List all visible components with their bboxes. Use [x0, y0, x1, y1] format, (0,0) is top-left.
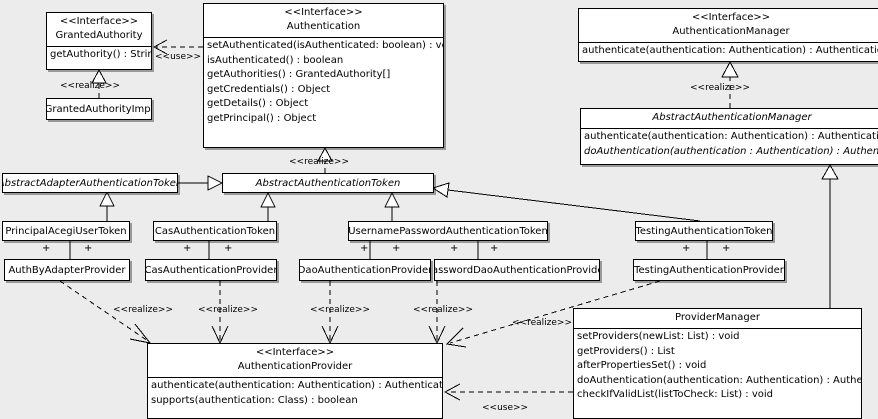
- class-abstract-authentication-manager[interactable]: AbstractAuthenticationManager authentica…: [580, 108, 878, 165]
- class-granted-authority-header: <<Interface>> GrantedAuthority: [47, 13, 151, 46]
- association-marker-plus: +: [450, 243, 459, 254]
- member-row: getAuthority() : String: [50, 49, 152, 60]
- edge-label-realize-granted-authority-impl: <<realize>>: [60, 81, 120, 91]
- class-granted-authority-impl[interactable]: GrantedAuthorityImpl: [46, 98, 152, 120]
- class-name-label: GrantedAuthorityImpl: [46, 103, 152, 115]
- class-abstract-authentication-token[interactable]: AbstractAuthenticationToken: [222, 173, 434, 193]
- class-name-label: TestingAuthenticationToken: [635, 225, 773, 237]
- class-authentication-header: <<Interface>> Authentication: [204, 4, 443, 37]
- edge-label-realize-dao-provider: <<realize>>: [310, 305, 370, 315]
- member-row: getAuthorities() : GrantedAuthority[]: [207, 69, 391, 80]
- class-dao-authentication-provider[interactable]: DaoAuthenticationProvider: [299, 259, 431, 281]
- class-name-label: AbstractAuthenticationManager: [652, 112, 812, 123]
- class-name-label: TestingAuthenticationProvider: [634, 264, 784, 276]
- member-row: getPrincipal() : Object: [207, 112, 317, 124]
- class-name-label: GrantedAuthority: [55, 30, 143, 41]
- class-authentication-provider-members: authenticate(authentication: Authenticat…: [148, 378, 442, 409]
- class-abstract-authentication-manager-members: authenticate(authentication: Authenticat…: [581, 129, 878, 160]
- class-name-label: PrincipalAcegiUserToken: [5, 225, 127, 237]
- class-granted-authority[interactable]: <<Interface>> GrantedAuthority getAuthor…: [46, 12, 152, 70]
- member-row: setAuthenticated(isAuthenticated: boolea…: [207, 40, 444, 51]
- association-marker-plus: +: [682, 243, 691, 254]
- class-abstract-authentication-manager-header: AbstractAuthenticationManager: [581, 109, 878, 128]
- association-marker-plus: +: [392, 243, 401, 254]
- class-authentication-manager[interactable]: <<Interface>> AuthenticationManager auth…: [578, 8, 878, 62]
- class-name-label: ProviderManager: [674, 312, 760, 323]
- class-testing-authentication-token[interactable]: TestingAuthenticationToken: [635, 221, 773, 241]
- member-row: authenticate(authentication: Authenticat…: [584, 131, 878, 142]
- member-row: isAuthenticated() : boolean: [207, 54, 344, 66]
- class-name-label: Authentication: [286, 21, 361, 32]
- class-name-label: CasAuthenticationToken: [154, 225, 276, 237]
- compartment-divider: [148, 377, 442, 378]
- member-row: setProviders(newList: List) : void: [577, 331, 740, 342]
- class-authentication-provider-header: <<Interface>> AuthenticationProvider: [148, 344, 442, 377]
- member-row: doAuthentication(authentication : Authen…: [584, 145, 878, 157]
- stereotype-label: <<Interface>>: [691, 12, 771, 23]
- stereotype-label: <<Interface>>: [284, 7, 363, 18]
- association-marker-plus: +: [722, 243, 731, 254]
- class-testing-authentication-provider[interactable]: TestingAuthenticationProvider: [633, 259, 785, 281]
- class-name-label: AuthenticationManager: [672, 26, 790, 37]
- class-authentication[interactable]: <<Interface>> Authentication setAuthenti…: [203, 3, 444, 148]
- compartment-divider: [579, 42, 878, 43]
- member-row: afterPropertiesSet() : void: [577, 360, 707, 371]
- edge-label-realize-password-dao-provider: <<realize>>: [413, 305, 473, 315]
- stereotype-label: <<Interface>>: [59, 16, 139, 27]
- edge-label-use-provider-manager: <<use>>: [482, 403, 529, 413]
- association-marker-plus: +: [490, 243, 499, 254]
- compartment-divider: [581, 128, 878, 129]
- class-name-label: AbstractAdapterAuthenticationToken: [2, 177, 178, 189]
- class-name-label: AbstractAuthenticationToken: [255, 177, 401, 189]
- edge-label-realize-cas-provider: <<realize>>: [198, 305, 258, 315]
- class-name-label: UsernamePasswordAuthenticationToken: [348, 225, 548, 237]
- compartment-divider: [204, 37, 443, 38]
- class-cas-authentication-provider[interactable]: CasAuthenticationProvider: [145, 259, 277, 281]
- class-abstract-adapter-authentication-token[interactable]: AbstractAdapterAuthenticationToken: [2, 173, 178, 193]
- class-principal-acegi-user-token[interactable]: PrincipalAcegiUserToken: [2, 221, 130, 241]
- class-name-label: CasAuthenticationProvider: [145, 264, 277, 276]
- class-authentication-manager-header: <<Interface>> AuthenticationManager: [579, 9, 878, 42]
- class-provider-manager[interactable]: ProviderManager setProviders(newList: Li…: [573, 308, 862, 419]
- member-row: checkIfValidList(listToCheck: List) : vo…: [577, 389, 774, 400]
- member-row: getProviders() : List: [577, 345, 675, 357]
- class-authentication-members: setAuthenticated(isAuthenticated: boolea…: [204, 38, 443, 127]
- class-provider-manager-header: ProviderManager: [574, 309, 861, 328]
- class-username-password-authentication-token[interactable]: UsernamePasswordAuthenticationToken: [348, 221, 548, 241]
- edge-label-realize-testing-provider: <<realize>>: [512, 318, 572, 328]
- class-auth-by-adapter-provider[interactable]: AuthByAdapterProvider: [4, 259, 130, 281]
- compartment-divider: [574, 328, 861, 329]
- class-name-label: DaoAuthenticationProvider: [299, 264, 431, 276]
- class-name-label: PasswordDaoAuthenticationProvider: [434, 264, 600, 276]
- edge-label-realize-auth-by-adapter: <<realize>>: [113, 305, 173, 315]
- compartment-divider: [47, 46, 151, 47]
- member-row: supports(authentication: Class) : boolea…: [151, 394, 358, 406]
- association-marker-plus: +: [183, 243, 192, 254]
- association-marker-plus: +: [84, 243, 93, 254]
- class-authentication-manager-members: authenticate(authentication: Authenticat…: [579, 43, 878, 60]
- class-granted-authority-members: getAuthority() : String: [47, 47, 151, 64]
- edge-label-realize-abstract-authentication-token: <<realize>>: [289, 157, 349, 167]
- association-marker-plus: +: [42, 243, 51, 254]
- association-marker-plus: +: [360, 243, 369, 254]
- member-row: authenticate(authentication: Authenticat…: [582, 45, 878, 56]
- member-row: getDetails() : Object: [207, 98, 309, 109]
- class-cas-authentication-token[interactable]: CasAuthenticationToken: [153, 221, 277, 241]
- edge-label-use-granted-authority: <<use>>: [155, 52, 202, 62]
- edge-label-realize-abstract-authentication-manager: <<realize>>: [690, 83, 750, 93]
- stereotype-label: <<Interface>>: [255, 347, 335, 358]
- class-authentication-provider[interactable]: <<Interface>> AuthenticationProvider aut…: [147, 343, 443, 419]
- member-row: getCredentials() : Object: [207, 83, 331, 95]
- class-provider-manager-members: setProviders(newList: List) : void getPr…: [574, 329, 861, 404]
- association-marker-plus: +: [224, 243, 233, 254]
- class-name-label: AuthenticationProvider: [237, 361, 353, 372]
- class-password-dao-authentication-provider[interactable]: PasswordDaoAuthenticationProvider: [434, 259, 600, 281]
- member-row: doAuthentication(authentication: Authent…: [577, 374, 862, 386]
- class-name-label: AuthByAdapterProvider: [8, 264, 126, 276]
- member-row: authenticate(authentication: Authenticat…: [151, 380, 443, 391]
